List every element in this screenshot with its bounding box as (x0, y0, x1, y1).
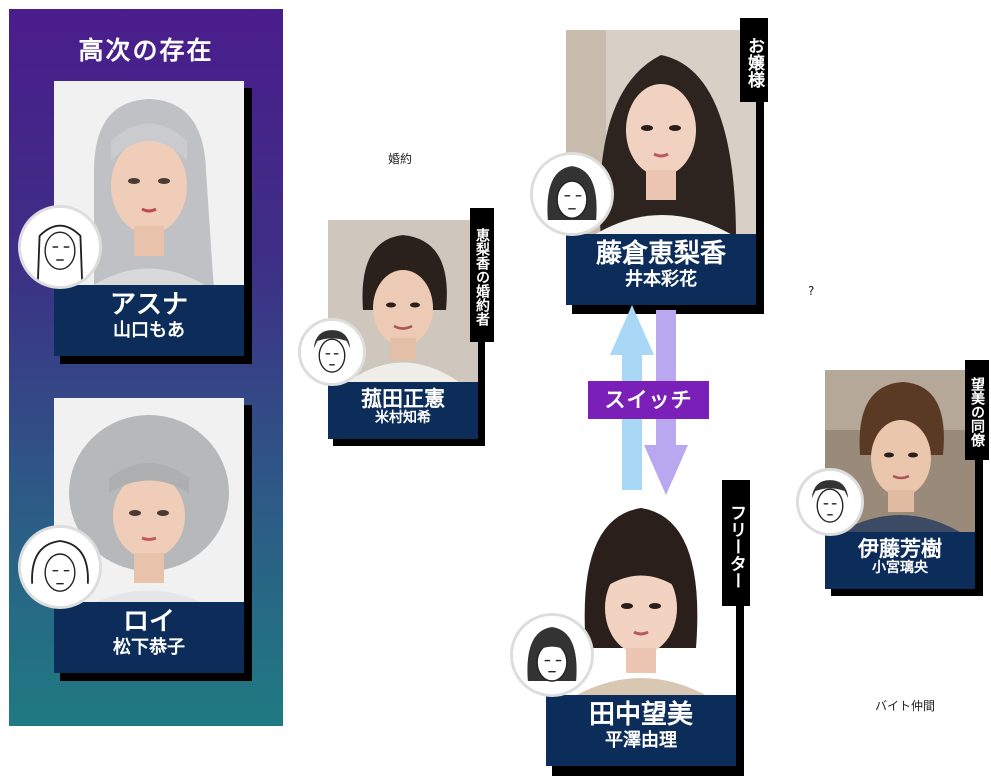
nameplate-nozomi: 田中望美 平澤由理 (546, 695, 736, 766)
photo-yoshiki (825, 370, 975, 535)
manga-avatar-yoshiki (796, 468, 864, 536)
character-name: 伊藤芳樹 (858, 536, 942, 561)
actor-name: 山口もあ (113, 319, 185, 341)
role-tag-masanori: 恵梨香の婚約者 (470, 208, 494, 342)
manga-face-icon (533, 155, 611, 233)
manga-face-icon (21, 208, 99, 286)
role-tag-yoshiki: 望美の同僚 (965, 360, 989, 460)
manga-face-icon (513, 616, 591, 694)
actor-name: 小宮璃央 (872, 560, 928, 577)
switch-label: スイッチ (588, 381, 709, 419)
manga-face-icon (301, 321, 363, 383)
character-name: 田中望美 (588, 700, 693, 730)
photo-nozomi (546, 488, 736, 698)
panel-title: 高次の存在 (78, 36, 214, 65)
manga-avatar-asuna (18, 205, 102, 289)
actor-name: 平澤由理 (605, 729, 677, 751)
manga-avatar-nozomi (510, 613, 594, 697)
manga-avatar-erika (530, 152, 614, 236)
manga-avatar-masanori (298, 318, 366, 386)
character-name: 藤倉恵梨香 (595, 239, 726, 269)
character-name: ロイ (122, 607, 175, 637)
person-photo-icon (54, 398, 244, 608)
relation-label-unknown: ? (808, 284, 815, 298)
actor-name: 井本彩花 (625, 268, 697, 290)
person-photo-icon (328, 220, 478, 385)
role-tag-erika: お嬢様 (740, 18, 768, 102)
relation-label-coworker: バイト仲間 (875, 699, 936, 713)
nameplate-erika: 藤倉恵梨香 井本彩花 (566, 234, 756, 305)
relation-label-engagement: 婚約 (388, 152, 413, 166)
character-name: 菰田正憲 (361, 386, 445, 411)
nameplate-yoshiki: 伊藤芳樹 小宮璃央 (825, 532, 975, 589)
role-tag-nozomi: フリーター (722, 480, 750, 606)
manga-avatar-roi (18, 525, 102, 609)
actor-name: 松下恭子 (113, 636, 185, 658)
character-name: アスナ (109, 290, 188, 320)
actor-name: 米村知希 (375, 410, 431, 427)
manga-face-icon (799, 471, 861, 533)
manga-face-icon (21, 528, 99, 606)
nameplate-asuna: アスナ 山口もあ (54, 285, 244, 356)
nameplate-roi: ロイ 松下恭子 (54, 602, 244, 673)
nameplate-masanori: 菰田正憲 米村知希 (328, 382, 478, 439)
